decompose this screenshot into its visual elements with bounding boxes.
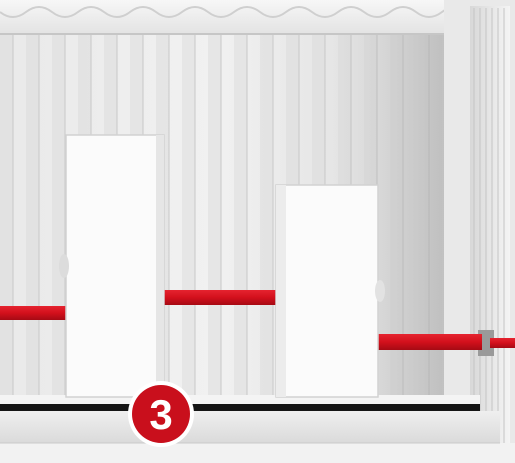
- floor-base: [0, 443, 515, 463]
- strap-right: [376, 334, 482, 350]
- crate-right-side: [276, 185, 286, 397]
- crate-right-face: [276, 185, 378, 397]
- strap-right-exit: [490, 338, 515, 348]
- floor-rail: [0, 411, 500, 443]
- crate-left-handle: [59, 254, 69, 278]
- badge-number: 3: [149, 391, 172, 438]
- wall-rib: [26, 34, 39, 400]
- crate-left: [59, 135, 164, 397]
- wall-rib: [182, 34, 195, 400]
- crate-left-side: [156, 135, 164, 397]
- crate-right: [276, 185, 385, 397]
- crate-left-face: [66, 135, 164, 397]
- floor-edge: [0, 404, 480, 411]
- wall-rib: [0, 34, 13, 400]
- wall-rib: [234, 34, 247, 400]
- crate-right-handle: [375, 280, 385, 302]
- wall-rib: [260, 34, 273, 400]
- wall-rib: [52, 34, 65, 400]
- wall-rib: [208, 34, 221, 400]
- strap-middle: [164, 290, 280, 305]
- strap-left: [0, 306, 68, 320]
- step-number-badge: 3: [128, 381, 194, 447]
